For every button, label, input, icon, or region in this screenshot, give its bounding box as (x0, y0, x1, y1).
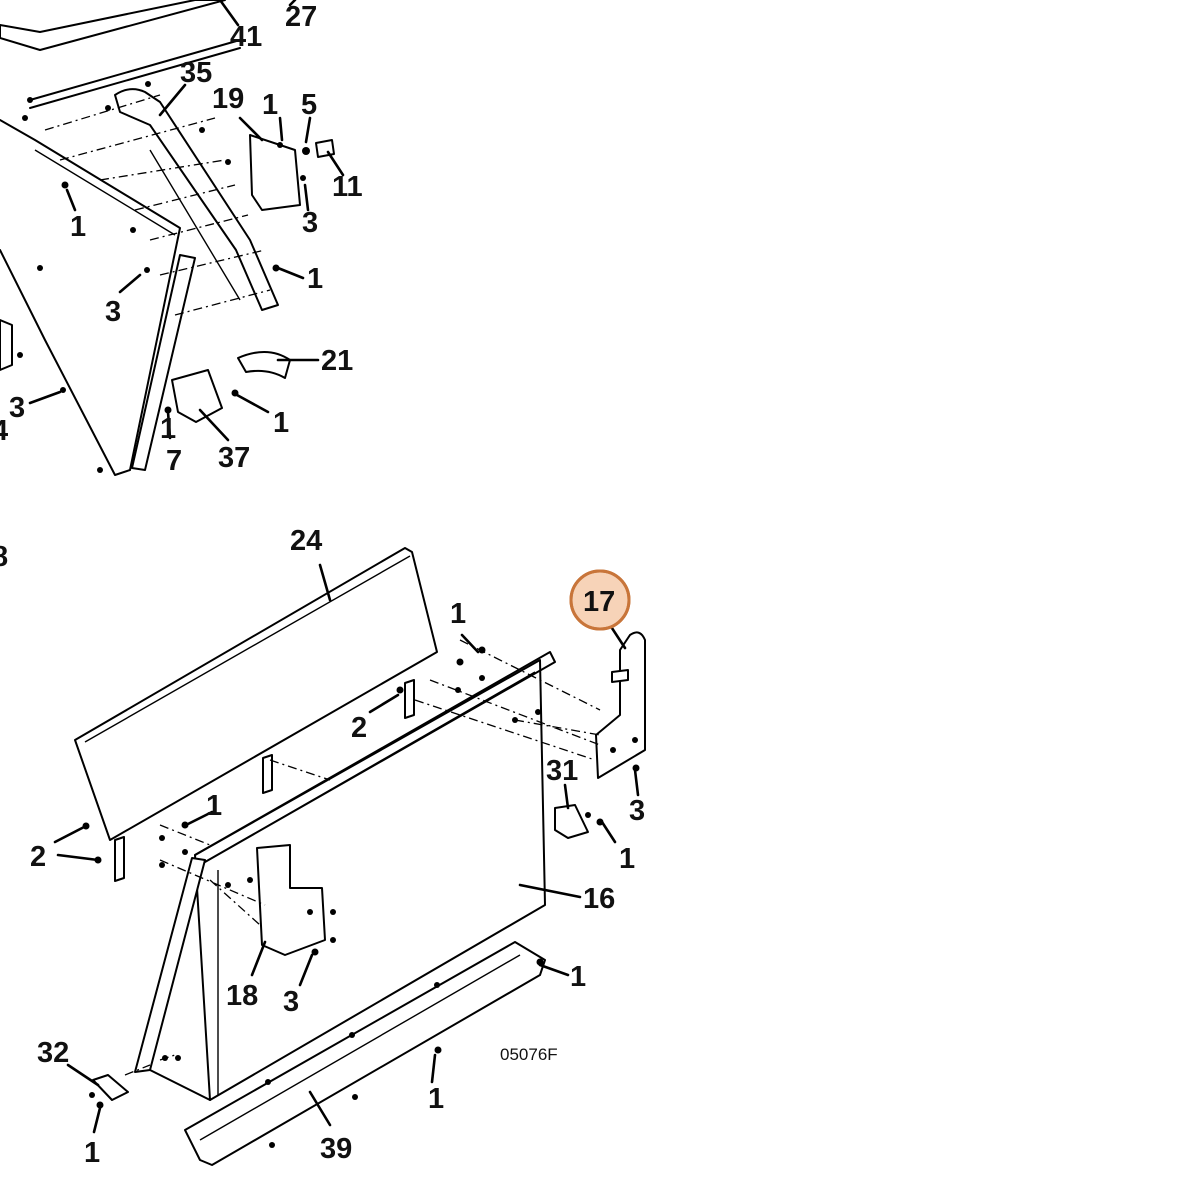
part-17-pin (611, 669, 629, 683)
callout-1[interactable]: 1 (206, 790, 222, 822)
tab-24-right (404, 679, 415, 719)
part-39-lip (199, 954, 521, 1141)
callout-3[interactable]: 3 (302, 207, 318, 239)
callout-18[interactable]: 18 (226, 980, 258, 1012)
callout-1[interactable]: 1 (273, 407, 289, 439)
callout-1[interactable]: 1 (160, 413, 176, 445)
callout-3[interactable]: 3 (283, 986, 299, 1018)
callout-3[interactable]: 3 (9, 392, 25, 424)
tab-24-mid (262, 754, 273, 794)
callout-31[interactable]: 31 (546, 755, 578, 787)
callout-24[interactable]: 24 (290, 525, 322, 557)
callout-1[interactable]: 1 (450, 598, 466, 630)
callout-32[interactable]: 32 (37, 1037, 69, 1069)
callout-19[interactable]: 19 (212, 83, 244, 115)
callout-labels: 41 27 35 19 1 5 11 1 3 1 3 21 3 4 1 7 37… (0, 1, 645, 1169)
callout-27[interactable]: 27 (285, 1, 317, 33)
part-35-flange (149, 149, 241, 301)
part-24-lip (84, 555, 411, 743)
fasteners-upper (17, 81, 310, 473)
callout-7[interactable]: 7 (166, 445, 182, 477)
callout-1[interactable]: 1 (84, 1137, 100, 1169)
callout-1[interactable]: 1 (307, 263, 323, 295)
callout-16[interactable]: 16 (583, 883, 615, 915)
callout-1[interactable]: 1 (619, 843, 635, 875)
assembly-lines-lower (124, 639, 601, 1076)
side-panel-outline (0, 119, 181, 476)
callout-21[interactable]: 21 (321, 345, 353, 377)
upper-assembly (0, 0, 335, 476)
part-37 (171, 369, 223, 423)
part-16-top-edge (194, 651, 556, 863)
callout-17[interactable]: 17 (583, 586, 615, 618)
assembly-lines-upper (44, 94, 271, 316)
callout-1[interactable]: 1 (70, 211, 86, 243)
lower-assembly (74, 547, 646, 1166)
callout-39[interactable]: 39 (320, 1133, 352, 1165)
callout-4[interactable]: 4 (0, 415, 8, 447)
left-diagonal-strip (134, 857, 206, 1073)
callout-2[interactable]: 2 (351, 712, 367, 744)
callout-8[interactable]: 8 (0, 541, 8, 573)
fasteners-lower (82, 646, 640, 1148)
callout-41[interactable]: 41 (230, 21, 262, 53)
box-bottom-edge (149, 1069, 211, 1101)
part-32 (92, 1074, 129, 1101)
part-41 (0, 0, 226, 51)
part-19 (249, 134, 301, 211)
callout-11[interactable]: 11 (332, 171, 363, 203)
callout-1[interactable]: 1 (262, 89, 278, 121)
trim-strip (29, 39, 241, 109)
callout-35[interactable]: 35 (180, 57, 212, 89)
leader-lines (28, 0, 640, 1134)
left-edge-bracket (0, 319, 13, 371)
tab-24-left (114, 836, 125, 882)
callout-1[interactable]: 1 (428, 1083, 444, 1115)
part-11 (315, 139, 335, 158)
vertical-strip (131, 254, 196, 471)
part-39 (184, 941, 546, 1166)
callout-2[interactable]: 2 (30, 841, 46, 873)
part-24 (74, 547, 438, 841)
callout-5[interactable]: 5 (301, 89, 317, 121)
callout-37[interactable]: 37 (218, 442, 250, 474)
callout-3[interactable]: 3 (629, 795, 645, 827)
side-panel-edge (34, 149, 176, 236)
figure-code: 05076F (500, 1045, 558, 1064)
part-35 (114, 88, 279, 311)
part-18 (256, 844, 326, 956)
part-31 (554, 804, 589, 839)
part-17 (595, 631, 646, 779)
callout-1[interactable]: 1 (570, 961, 586, 993)
callout-3[interactable]: 3 (105, 296, 121, 328)
part-16 (194, 659, 546, 1101)
part-21 (237, 351, 291, 379)
